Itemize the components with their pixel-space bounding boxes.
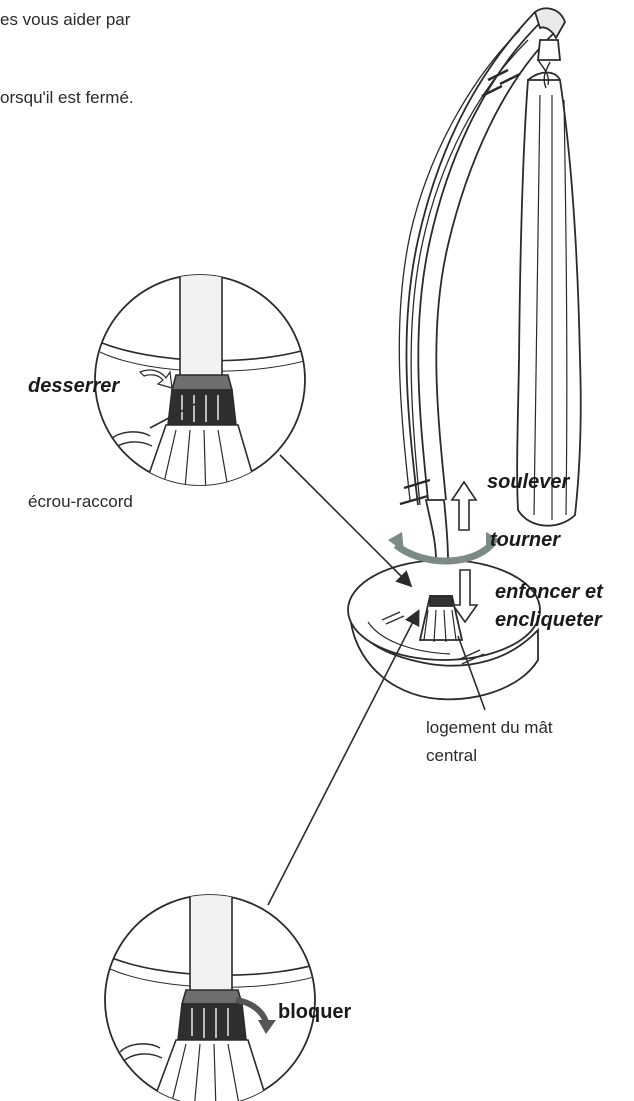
push-arrow <box>451 569 479 624</box>
curved-arm <box>398 7 566 506</box>
lift-arrow <box>450 480 478 531</box>
label-union-nut: écrou-raccord <box>28 492 133 511</box>
pointer-lines <box>149 403 486 906</box>
label-push-line-1: enfoncer et <box>495 581 603 603</box>
label-loosen: desserrer <box>28 375 120 397</box>
label-rotate: tourner <box>490 529 560 551</box>
closed-canopy <box>516 59 582 527</box>
intro-line-1: es vous aider par <box>0 10 131 29</box>
detail-lock <box>104 894 316 1101</box>
rotate-arrow <box>388 532 500 565</box>
label-lift: soulever <box>487 471 570 493</box>
label-push-line-2: encliqueter <box>495 609 602 631</box>
detail-loosen <box>94 274 306 486</box>
label-socket-line-2: central <box>426 746 478 765</box>
label-socket-line-1: logement du mât <box>426 718 553 737</box>
intro-line-2: orsqu'il est fermé. <box>0 88 134 107</box>
label-lock: bloquer <box>278 1001 352 1023</box>
